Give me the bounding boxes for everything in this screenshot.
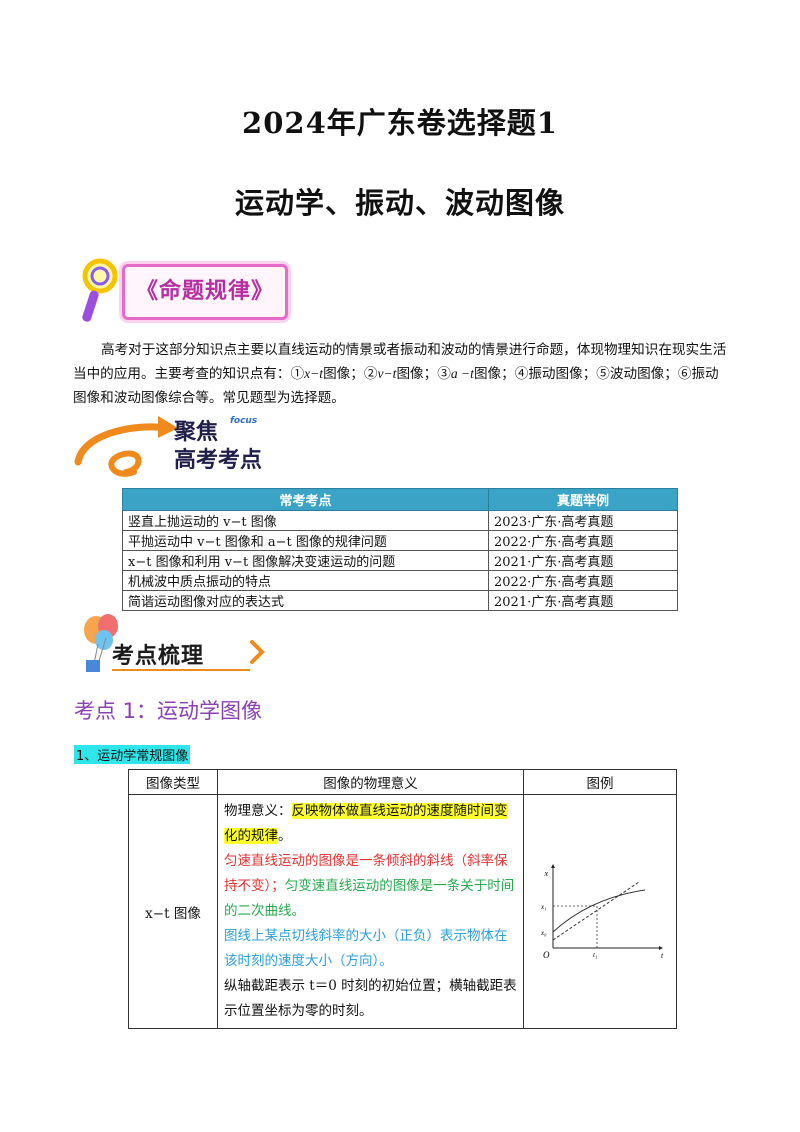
table-cell: 机械波中质点振动的特点 (122, 570, 489, 591)
graph-type-cell: x−t 图像 (128, 794, 218, 1029)
table-header-row: 常考考点 真题举例 (122, 488, 678, 511)
table-header: 常考考点 (122, 488, 489, 511)
page-title: 2024年广东卷选择题1 (242, 106, 558, 140)
banner-label: 《命题规律》 (135, 279, 274, 304)
section-subheading: 1、运动学常规图像 (74, 745, 191, 764)
table-header: 图像类型 (128, 769, 218, 795)
banner-frame (122, 264, 288, 320)
x1-label: x₁ (540, 903, 547, 911)
table-cell: 2023·广东·高考真题 (488, 510, 678, 531)
table-cell: x−t 图像和利用 v−t 图像解决变速运动的问题 (122, 550, 489, 571)
table-cell: 竖直上抛运动的 v−t 图像 (122, 510, 489, 531)
page-subtitle: 运动学、振动、波动图像 (234, 186, 565, 220)
focus-label-2: 高考考点 (174, 448, 263, 473)
table-cell: 简谐运动图像对应的表达式 (122, 590, 489, 611)
table-header: 图像的物理意义 (217, 769, 524, 795)
kinematic-graph-table: 图像类型 图像的物理意义 图例 x−t 图像 物理意义：反映物体做直线运动的速度… (128, 769, 677, 1029)
meaning-line-4: 纵轴截距表示 t＝0 时刻的初始位置；横轴截距表示位置坐标为零的时刻。 (224, 978, 517, 1019)
table-cell: 2022·广东·高考真题 (488, 570, 678, 591)
example-graph-cell: x t O x₁ x₀ t₁ (523, 794, 677, 1029)
table-cell: 2022·广东·高考真题 (488, 530, 678, 551)
sort-label: 考点梳理 (112, 644, 205, 669)
meaning-line-3: 图线上某点切线斜率的大小（正负）表示物体在该时刻的速度大小（方向）。 (224, 928, 508, 969)
table-cell: 2021·广东·高考真题 (488, 550, 678, 571)
meaning-line-2: 匀速直线运动的图像是一条倾斜的斜线（斜率保持不变）；匀变速直线运动的图像是一条关… (224, 853, 515, 919)
x0-label: x₀ (540, 929, 547, 937)
table-cell: 2021·广东·高考真题 (488, 590, 678, 611)
magnifier-icon (82, 258, 118, 322)
table-header: 真题举例 (488, 488, 678, 511)
meaning-line-1: 物理意义：反映物体做直线运动的速度随时间变化的规律。 (224, 803, 508, 844)
x-t-graph: x t O x₁ x₀ t₁ (540, 863, 664, 960)
y-axis-label: x (543, 869, 548, 878)
table-header: 图例 (523, 769, 677, 795)
origin-label: O (543, 950, 550, 960)
focus-tag: focus (230, 416, 258, 426)
focus-label-1: 聚焦 (174, 420, 219, 445)
t1-label: t₁ (593, 951, 597, 959)
intro-paragraph: 高考对于这部分知识点主要以直线运动的情景或者振动和波动的情景进行命题，体现物理知… (73, 342, 727, 406)
table-cell: 平抛运动中 v−t 图像和 a−t 图像的规律问题 (122, 530, 489, 551)
table-header-row: 图像类型 图像的物理意义 图例 (128, 769, 677, 795)
knowledge-sort-banner: 考点梳理 (74, 612, 274, 680)
proposition-rules-banner: 《命题规律》 (78, 258, 288, 328)
table-row: x−t 图像 物理意义：反映物体做直线运动的速度随时间变化的规律。 匀速直线运动… (128, 794, 677, 1029)
section-heading: 考点 1：运动学图像 (74, 699, 263, 723)
arrow-swirl-icon (74, 416, 178, 477)
balloon-icon (84, 614, 265, 672)
focus-exam-banner: 聚焦 focus 高考考点 (74, 410, 294, 485)
meaning-cell: 物理意义：反映物体做直线运动的速度随时间变化的规律。 匀速直线运动的图像是一条倾… (217, 794, 524, 1029)
x-axis-label: t (661, 951, 664, 960)
